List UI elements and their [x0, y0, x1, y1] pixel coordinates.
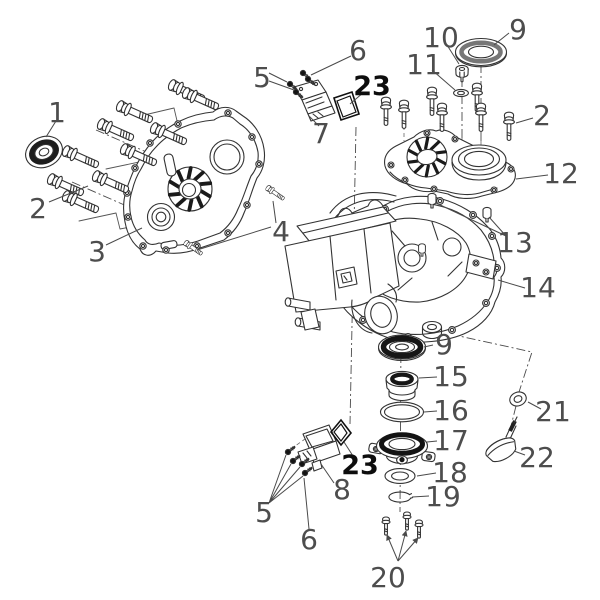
callout-labels: 1 2 3 4 5 6 7 23 9 10 11 2 12 13 14 9 15…	[29, 13, 579, 594]
callout-16-o-ring: 16	[433, 394, 469, 427]
mounting-bolt-trio	[381, 511, 424, 539]
o-ring	[379, 401, 425, 423]
callout-9-seal-ring: 9	[435, 328, 453, 361]
switch-top	[293, 79, 336, 122]
callout-6-bottom-screw: 6	[300, 523, 318, 556]
oil-dipstick-plug	[485, 416, 518, 463]
cover-bolt-holes	[387, 129, 515, 194]
seal-washer	[384, 468, 416, 484]
callout-14-crankcase: 14	[520, 271, 556, 304]
callout-5-top-screws: 5	[253, 61, 271, 94]
callout-9-seal-cap: 9	[509, 13, 527, 46]
callout-20-bolts: 20	[370, 561, 406, 594]
drain-boss	[421, 320, 443, 340]
seal-cap	[454, 37, 508, 68]
oil-seal-ring	[377, 334, 427, 362]
switch-gasket-bottom	[329, 418, 353, 447]
leader-lines	[45, 32, 549, 562]
callout-21-washer: 21	[535, 395, 571, 428]
pto-cover	[384, 129, 516, 199]
callout-8-switch: 8	[333, 473, 351, 506]
callout-5-bottom-screws: 5	[255, 496, 273, 529]
switch-gasket-top	[332, 90, 361, 122]
callout-4-plugs: 4	[272, 215, 290, 248]
callout-15-bushing: 15	[433, 360, 469, 393]
callout-19-retaining-ring: 19	[425, 480, 461, 513]
callout-22-dipstick: 22	[519, 441, 555, 474]
flange-nut	[455, 64, 469, 83]
callout-2-right-bolt: 2	[533, 99, 551, 132]
cover-bolt-group-top	[380, 82, 487, 132]
cover-fan-spokes	[407, 136, 447, 178]
oil-pump-assembly	[368, 432, 436, 465]
callout-17-pump: 17	[433, 424, 469, 457]
callout-18-seal-washer: 18	[432, 456, 468, 489]
washer	[453, 88, 469, 98]
bushing	[385, 370, 419, 402]
callout-3-cover-plate: 3	[88, 235, 106, 268]
oil-seal	[25, 135, 63, 169]
retaining-ring	[388, 491, 414, 503]
callout-11-washer: 11	[406, 48, 442, 81]
callout-13-studs: 13	[497, 226, 533, 259]
callout-23-top-gasket: 23	[353, 71, 391, 102]
flange-bolt-right	[503, 111, 515, 141]
callout-2-left-bolts: 2	[29, 192, 47, 225]
callout-1-oil-seal: 1	[48, 96, 66, 129]
callout-10-nut: 10	[423, 21, 459, 54]
gear-teeth	[167, 166, 213, 212]
sealing-washer	[509, 391, 527, 407]
callout-6-top-screw: 6	[349, 34, 367, 67]
switch-bottom	[290, 424, 341, 472]
callout-7-switch: 7	[312, 117, 330, 150]
gearbox-housing	[284, 206, 400, 335]
callout-23-bottom-gasket: 23	[341, 450, 379, 481]
side-cover-plate	[123, 106, 266, 256]
callout-12-pto-cover: 12	[543, 157, 579, 190]
